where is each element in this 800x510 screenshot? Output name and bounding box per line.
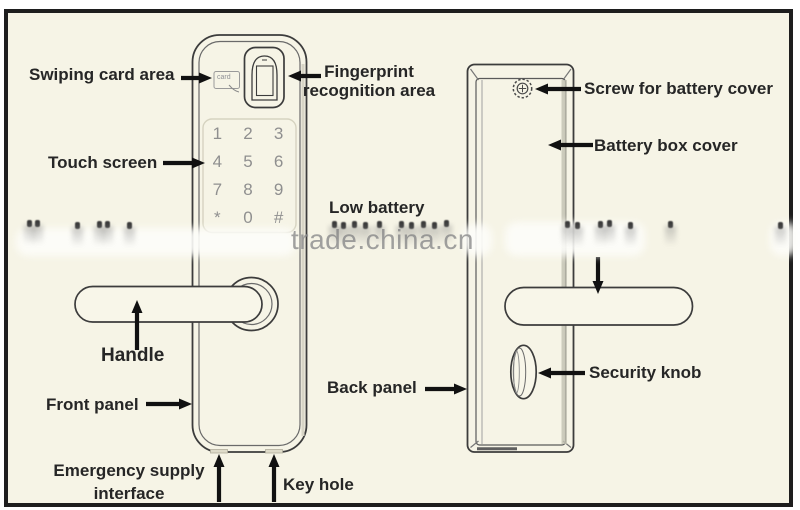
key-hole-label: Key hole <box>283 475 354 494</box>
erased-text-fragment <box>332 221 337 228</box>
keypad-key: 6 <box>273 152 284 171</box>
keypad-key: 7 <box>212 180 223 199</box>
handle-label: Handle <box>101 345 165 366</box>
keypad-key: 9 <box>273 180 284 199</box>
erased-text-fragment <box>341 222 346 229</box>
erased-text-fragment <box>432 222 437 229</box>
emergency-supply-interface-label: Emergency supply interface <box>48 459 210 505</box>
erased-text-fragment <box>565 221 570 228</box>
keypad-key: * <box>214 208 221 227</box>
swiping-card-area-label: Swiping card area <box>29 65 175 84</box>
keypad-key: 2 <box>243 124 253 143</box>
back-panel-right-shading <box>561 80 567 444</box>
erased-text-fragment <box>575 222 580 229</box>
back-panel-label: Back panel <box>327 378 417 397</box>
security-knob-label: Security knob <box>589 363 702 382</box>
battery-box-cover-label: Battery box cover <box>594 136 738 155</box>
erased-text-fragment <box>363 222 368 229</box>
erased-smear-band <box>462 224 492 256</box>
fingerprint-sensor-icon <box>243 46 285 109</box>
keypad-key: 1 <box>212 124 223 143</box>
low-battery-label: Low battery <box>329 198 425 217</box>
keypad-key: 4 <box>212 152 223 171</box>
erased-text-fragment <box>127 222 132 229</box>
keypad-key: # <box>273 208 284 227</box>
security-knob-icon <box>509 344 538 400</box>
callout-arrows <box>131 70 604 502</box>
erased-text-fragment <box>607 220 612 227</box>
erased-text-fragment <box>35 220 40 227</box>
fingerprint-label-line2: recognition area <box>302 81 436 100</box>
erased-text-fragment <box>352 221 357 228</box>
erased-text-fragment <box>778 222 783 229</box>
back-lock-drawing <box>466 63 694 453</box>
erased-text-fragment <box>628 222 633 229</box>
back-panel-outline <box>466 63 575 453</box>
screw-for-battery-cover-label: Screw for battery cover <box>584 79 773 98</box>
key-hole-mark <box>265 449 283 454</box>
emergency-label-line1: Emergency supply <box>53 461 205 480</box>
fingerprint-label-line1: Fingerprint <box>324 62 414 81</box>
erased-smear-band <box>16 228 296 256</box>
keypad-key: 8 <box>243 180 253 199</box>
battery-screw-icon <box>512 78 533 99</box>
fingerprint-recognition-label: Fingerprint recognition area <box>296 62 442 100</box>
erased-text-fragment <box>75 222 80 229</box>
erased-text-fragment <box>444 220 449 227</box>
touch-screen-label: Touch screen <box>48 153 158 172</box>
swipe-card-icon <box>213 71 240 93</box>
front-handle-drawing <box>74 276 279 332</box>
keypad-key: 0 <box>243 208 253 227</box>
erased-text-fragment <box>668 221 673 228</box>
erased-text-fragment <box>27 220 32 227</box>
keypad-key: 5 <box>243 152 253 171</box>
erased-text-fragment <box>409 222 414 229</box>
keypad: 1 2 3 4 5 6 7 8 9 * 0 # <box>202 120 294 232</box>
erased-text-fragment <box>377 221 382 228</box>
erased-text-fragment <box>598 221 603 228</box>
keypad-key: 3 <box>273 124 284 143</box>
emergency-interface-mark <box>210 449 228 454</box>
front-panel-label: Front panel <box>46 395 139 414</box>
card-icon-text: card <box>217 74 231 81</box>
erased-text-fragment <box>421 221 426 228</box>
erased-text-fragment <box>97 221 102 228</box>
back-handle-drawing <box>504 286 694 326</box>
corner-bevel-lines <box>470 68 572 448</box>
diagram-frame <box>4 9 793 507</box>
erased-text-fragment <box>399 221 404 228</box>
erased-text-fragment <box>105 221 110 228</box>
emergency-label-line2: interface <box>93 484 165 503</box>
